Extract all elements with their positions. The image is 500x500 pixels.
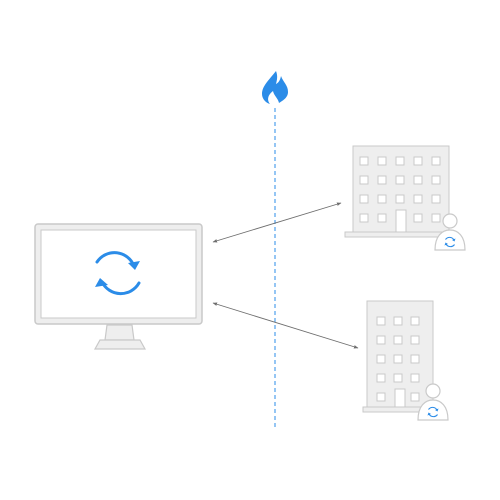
user-sync-icon xyxy=(434,213,466,251)
building-window xyxy=(359,175,369,185)
building-window xyxy=(376,316,386,326)
building-window xyxy=(359,194,369,204)
connector-computer-office-bottom xyxy=(212,302,359,349)
building-window xyxy=(431,156,441,166)
building-window xyxy=(377,156,387,166)
building-window xyxy=(410,373,420,383)
building-window xyxy=(359,156,369,166)
office-building-icon xyxy=(362,300,440,413)
building-window xyxy=(395,156,405,166)
building-window xyxy=(393,354,403,364)
desktop-monitor-icon xyxy=(34,223,203,350)
building-window xyxy=(413,156,423,166)
building-window xyxy=(395,194,405,204)
sync-icon xyxy=(444,236,456,248)
building-window xyxy=(413,175,423,185)
office-building-icon xyxy=(344,145,456,238)
building-window xyxy=(377,213,387,223)
fire-icon xyxy=(262,71,288,104)
building-window xyxy=(413,194,423,204)
building-window xyxy=(413,213,423,223)
sync-icon xyxy=(95,251,141,296)
building-window xyxy=(376,354,386,364)
connector-computer-office-top xyxy=(212,202,342,243)
building-window xyxy=(431,194,441,204)
building-window xyxy=(431,213,441,223)
building-window xyxy=(410,316,420,326)
building-window xyxy=(376,335,386,345)
building-window xyxy=(410,392,420,402)
building-window xyxy=(359,213,369,223)
building-window xyxy=(393,335,403,345)
sync-icon xyxy=(427,406,439,418)
building-window xyxy=(377,175,387,185)
building-window xyxy=(377,194,387,204)
building-window xyxy=(393,316,403,326)
building-window xyxy=(395,175,405,185)
building-window xyxy=(376,392,386,402)
building-window xyxy=(393,373,403,383)
building-window xyxy=(376,373,386,383)
user-sync-icon xyxy=(417,383,449,421)
building-window xyxy=(410,335,420,345)
building-window xyxy=(410,354,420,364)
building-window xyxy=(431,175,441,185)
